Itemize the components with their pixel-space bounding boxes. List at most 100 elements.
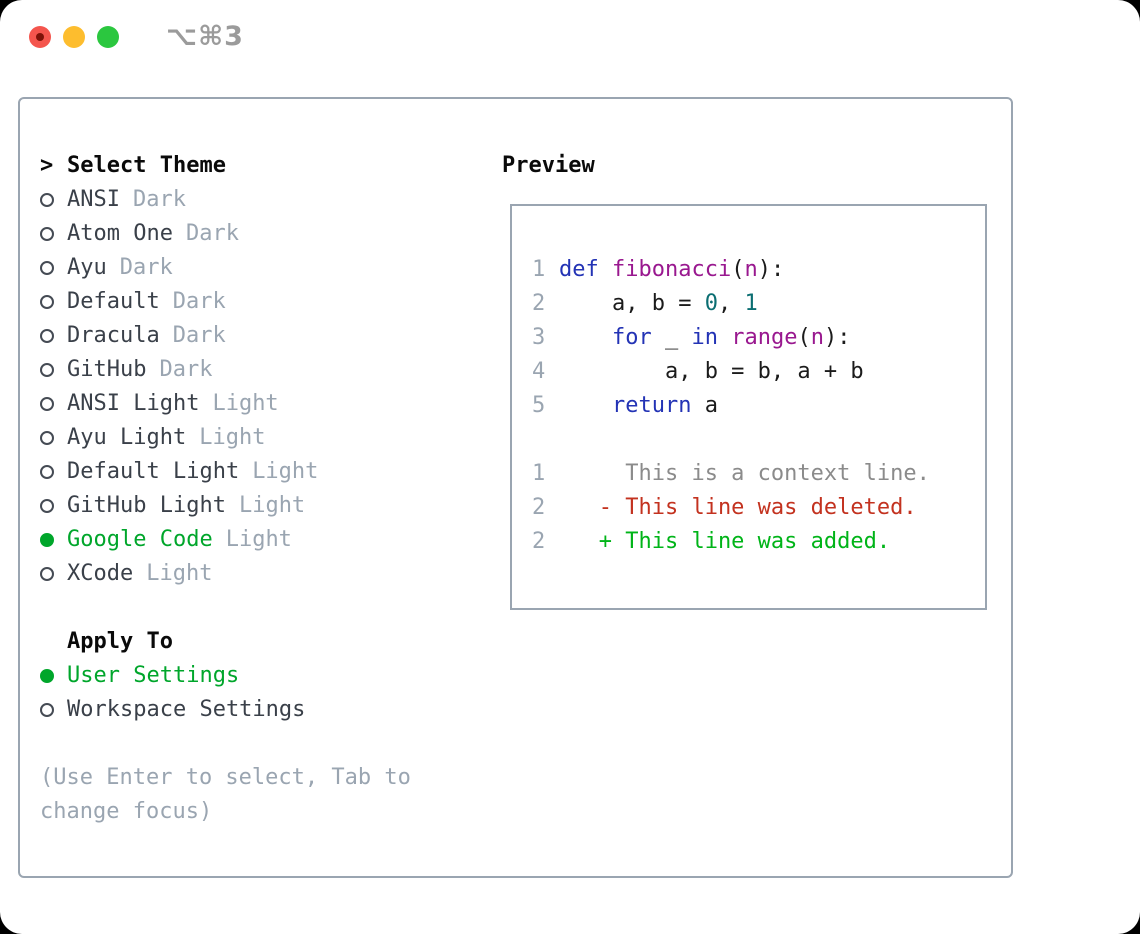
window-title: ⌥⌘3: [166, 21, 244, 52]
diff-line-ctx: 1 This is a context line.: [532, 457, 985, 491]
code-token: (: [797, 325, 811, 350]
traffic-lights: [29, 26, 119, 48]
option-label: ANSI: [67, 187, 120, 212]
theme-option[interactable]: ANSI Light Light: [40, 387, 482, 421]
radio-unselected-icon: [40, 261, 54, 275]
apply-to-title: Apply To: [67, 629, 173, 654]
option-label: User Settings: [67, 663, 240, 688]
code-token: a, b =: [559, 291, 705, 316]
line-number: 5: [532, 393, 546, 418]
close-button[interactable]: [29, 26, 51, 48]
code-token: 1: [744, 291, 758, 316]
option-variant-label: Dark: [159, 357, 213, 382]
option-variant-label: Dark: [185, 221, 239, 246]
radio-unselected-icon: [40, 329, 54, 343]
radio-icon: [40, 363, 67, 377]
option-variant-label: Dark: [119, 255, 173, 280]
option-label: Default: [67, 289, 160, 314]
radio-unselected-icon: [40, 227, 54, 241]
select-theme-header: >Select Theme: [40, 149, 482, 183]
radio-icon: [40, 193, 67, 207]
option-label: Dracula: [67, 323, 160, 348]
radio-icon: [40, 465, 67, 479]
radio-unselected-icon: [40, 295, 54, 309]
line-number: 1: [532, 461, 546, 486]
diff-text: + This line was added.: [559, 529, 891, 554]
code-token: ):: [757, 257, 785, 282]
line-number: 2: [532, 495, 546, 520]
theme-option[interactable]: XCode Light: [40, 557, 482, 591]
theme-option[interactable]: Ayu Dark: [40, 251, 482, 285]
code-token: [559, 321, 612, 355]
line-number: 2: [532, 291, 546, 316]
blank-line: [532, 423, 985, 457]
radio-icon: [40, 295, 67, 309]
code-token: for: [611, 325, 652, 350]
radio-selected-icon: [40, 669, 54, 683]
code-token: def: [559, 257, 599, 282]
prompt-caret-icon: >: [40, 153, 54, 178]
radio-unselected-icon: [40, 499, 54, 513]
option-label: Google Code: [67, 527, 213, 552]
preview-title: Preview: [502, 153, 595, 178]
option-label: XCode: [67, 561, 134, 586]
theme-option[interactable]: Ayu Light Light: [40, 421, 482, 455]
minimize-button[interactable]: [63, 26, 85, 48]
apply-to-option[interactable]: Workspace Settings: [40, 693, 482, 727]
zoom-button[interactable]: [97, 26, 119, 48]
diff-line-del: 2 - This line was deleted.: [532, 491, 985, 525]
radio-icon: [40, 261, 67, 275]
diff-sample: 1 This is a context line.2 - This line w…: [532, 457, 985, 559]
code-token: (: [731, 257, 745, 282]
apply-to-option[interactable]: User Settings: [40, 659, 482, 693]
theme-option[interactable]: Dracula Dark: [40, 319, 482, 353]
radio-unselected-icon: [40, 397, 54, 411]
radio-selected-icon: [40, 533, 54, 547]
line-number: 4: [532, 359, 546, 384]
diff-text: This is a context line.: [559, 461, 930, 486]
option-label: Ayu Light: [67, 425, 187, 450]
code-token: fibonacci: [612, 257, 732, 282]
option-variant-label: Light: [212, 391, 279, 416]
code-token: range: [731, 325, 798, 350]
radio-unselected-icon: [40, 703, 54, 717]
code-token: [718, 321, 731, 355]
code-token: [599, 253, 612, 287]
code-token: return: [611, 393, 692, 418]
help-text: (Use Enter to select, Tab to change focu…: [40, 765, 411, 824]
option-variant-label: Dark: [172, 289, 226, 314]
code-token: 0: [704, 291, 718, 316]
radio-icon: [40, 703, 67, 717]
radio-icon: [40, 567, 67, 581]
option-variant-label: Light: [225, 527, 292, 552]
option-variant-label: Light: [238, 493, 306, 518]
option-label: ANSI Light: [67, 391, 200, 416]
code-line: 2 a, b = 0, 1: [532, 287, 985, 321]
unsaved-dot-icon: [36, 33, 44, 41]
radio-unselected-icon: [40, 567, 54, 581]
code-token: a, b = b, a + b: [559, 359, 864, 384]
theme-option[interactable]: Google Code Light: [40, 523, 482, 557]
theme-option[interactable]: Default Dark: [40, 285, 482, 319]
radio-unselected-icon: [40, 431, 54, 445]
code-token: in: [691, 325, 718, 350]
option-variant-label: Light: [199, 425, 266, 450]
option-label: Ayu: [67, 255, 107, 280]
option-variant-label: Light: [252, 459, 319, 484]
option-variant-label: Light: [146, 561, 213, 586]
option-variant-label: Dark: [172, 323, 226, 348]
code-token: ,: [717, 291, 745, 316]
line-number: 1: [532, 257, 546, 282]
